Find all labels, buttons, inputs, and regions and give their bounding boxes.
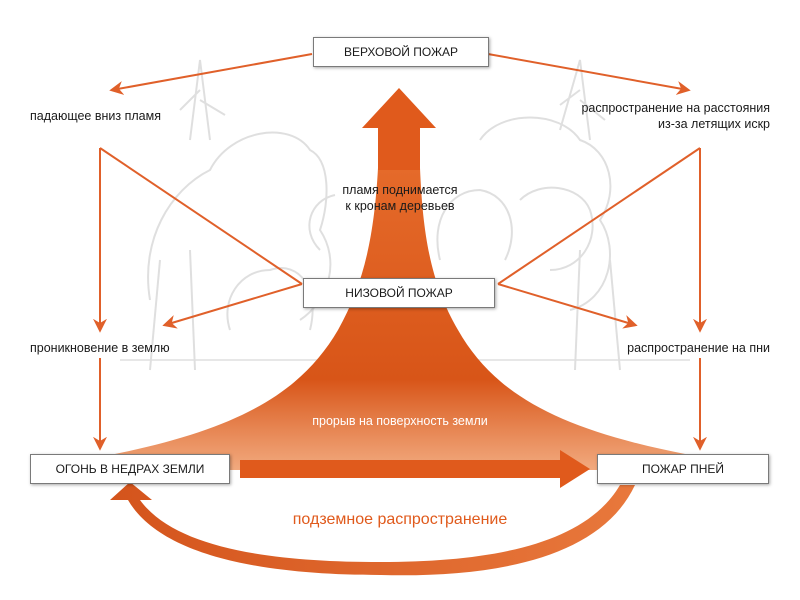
crown-fire-box: ВЕРХОВОЙ ПОЖАР: [313, 37, 489, 67]
flame-rises-line-2: к кронам деревьев: [345, 199, 455, 213]
underground-to-stumps-arrow: [240, 450, 590, 488]
falling-flame-label: падающее вниз пламя: [30, 109, 161, 123]
underground-fire-box: ОГОНЬ В НЕДРАХ ЗЕМЛИ: [30, 454, 230, 484]
flame-rises-line-1: пламя поднимается: [342, 183, 458, 197]
underground-spread-label: подземное распространение: [292, 511, 508, 528]
underground-spread-arc: [110, 482, 635, 576]
spread-distance-line-2: из-за летящих искр: [658, 117, 770, 131]
spread-distance-label: распространение на расстояния из-за летя…: [581, 100, 770, 132]
ground-to-penetration-arrow: [162, 283, 303, 329]
ground-fire-box: НИЗОВОЙ ПОЖАР: [303, 278, 495, 308]
penetration-label: проникновение в землю: [30, 341, 170, 355]
flame-rises-label: пламя поднимается к кронам деревьев: [300, 182, 500, 214]
rising-flame-arrow: [362, 88, 436, 170]
flame-column: [110, 168, 690, 470]
connector-arrows: [93, 53, 707, 451]
crown-to-left-arrow: [109, 53, 313, 95]
ground-to-stumps-arrow: [497, 283, 638, 329]
spread-stumps-label: распространение на пни: [627, 341, 770, 355]
surface-breakthrough-label: прорыв на поверхность земли: [312, 414, 488, 428]
crown-to-right-arrow: [487, 53, 691, 95]
spread-distance-line-1: распространение на расстояния: [581, 101, 770, 115]
stump-fire-box: ПОЖАР ПНЕЙ: [597, 454, 769, 484]
triangle-lines: [99, 147, 701, 285]
